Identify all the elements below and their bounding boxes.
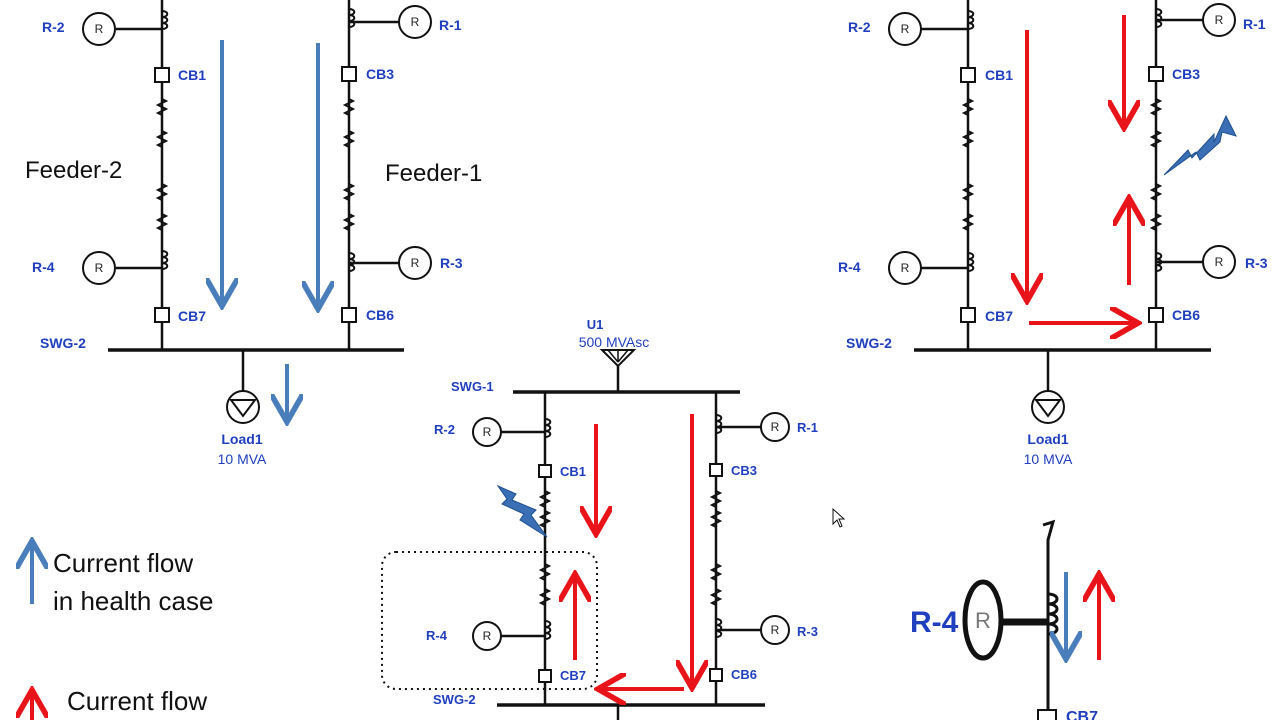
label-r2: R-2 [434,422,455,437]
breaker-cb3[interactable] [341,66,357,82]
label-r3: R-3 [440,255,463,271]
relay-r1-icon[interactable] [398,5,432,39]
breaker-cb3[interactable] [709,463,723,477]
breaker-cb7[interactable] [960,307,976,323]
label-cb7: CB7 [178,308,206,324]
label-cb1: CB1 [178,67,206,83]
label-r4: R-4 [838,259,861,275]
relay-symbol: R [95,261,104,275]
label-source: U1 [587,317,604,332]
label-r1: R-1 [1243,16,1266,32]
label-bus: SWG-2 [846,335,892,351]
label-cb7-zoom: CB7 [1066,709,1098,720]
left-diagram: R R R R R-2 R-1 R-4 R-3 CB1 CB3 CB7 CB6 … [25,0,482,467]
label-cb1: CB1 [560,464,586,479]
relay-r3-icon[interactable] [398,246,432,280]
zoom-inset: R R-4 CB7 [910,519,1099,720]
mouse-cursor-icon [832,507,846,528]
legend: Current flow in health case Current flow [32,545,213,720]
label-r4-zoom: R-4 [910,606,959,639]
label-r4: R-4 [426,628,448,643]
breaker-cb1[interactable] [960,67,976,83]
label-cb6: CB6 [366,307,394,323]
label-cb7: CB7 [560,668,586,683]
label-r3: R-3 [1245,255,1268,271]
relay-r1-icon[interactable] [1202,3,1236,37]
label-r4: R-4 [32,259,55,275]
breaker-cb1[interactable] [538,464,552,478]
relay-r2-icon[interactable] [82,12,116,46]
relay-symbol: R [901,22,910,36]
label-cb3: CB3 [731,463,757,478]
relay-r2-icon[interactable] [472,417,502,447]
label-r2: R-2 [848,19,871,35]
relay-r1-icon[interactable] [760,412,790,442]
label-cb3: CB3 [366,66,394,82]
fault-lightning-icon [496,484,548,538]
breaker-cb7[interactable] [538,669,552,683]
legend-fault-line1: Current flow [67,686,207,716]
label-bus-bottom: SWG-2 [433,692,476,707]
label-bus: SWG-2 [40,335,86,351]
label-cb1: CB1 [985,67,1013,83]
protection-zone-outline [381,551,598,690]
relay-r3-icon[interactable] [1202,245,1236,279]
legend-healthy-line2: in health case [53,586,213,616]
relay-r3-icon[interactable] [760,615,790,645]
center-diagram: R R R R U1 500 MVAsc SWG-1 SWG-2 R-2 R-1… [381,317,818,720]
label-source-rating: 500 MVAsc [579,334,650,350]
label-cb3: CB3 [1172,66,1200,82]
relay-symbol: R [901,261,910,275]
label-load-rating: 10 MVA [218,451,267,467]
label-load: Load1 [1027,431,1068,447]
relay-r2-icon[interactable] [888,12,922,46]
label-cb6: CB6 [1172,307,1200,323]
relay-r4-zoom-icon[interactable] [962,579,1004,661]
label-cb6: CB6 [731,667,757,682]
breaker-cb6[interactable] [341,307,357,323]
relay-symbol: R [483,629,492,643]
relay-r4-icon[interactable] [82,251,116,285]
label-feeder-2: Feeder-2 [25,157,122,184]
relay-symbol: R [95,22,104,36]
label-r2: R-2 [42,19,65,35]
label-load-rating: 10 MVA [1024,451,1073,467]
relay-r4-icon[interactable] [472,621,502,651]
relay-symbol: R [1215,13,1224,27]
breaker-cb3[interactable] [1148,66,1164,82]
breaker-cb6[interactable] [1148,307,1164,323]
relay-symbol: R [1215,255,1224,269]
fault-lightning-icon [1163,114,1237,176]
relay-symbol: R [771,623,780,637]
label-r1: R-1 [439,17,462,33]
relay-symbol: R [771,420,780,434]
breaker-cb1[interactable] [154,67,170,83]
label-feeder-1: Feeder-1 [385,160,482,187]
relay-r4-icon[interactable] [888,251,922,285]
relay-symbol: R [411,256,420,270]
relay-symbol: R [483,425,492,439]
right-diagram: R R R R R-2 R-1 R-4 R-3 CB1 CB3 CB7 CB6 … [838,0,1268,467]
breaker-cb6[interactable] [709,668,723,682]
relay-symbol: R [411,15,420,29]
label-r1: R-1 [797,420,818,435]
label-cb7: CB7 [985,308,1013,324]
label-load: Load1 [221,431,262,447]
legend-healthy-line1: Current flow [53,548,193,578]
label-bus-top: SWG-1 [451,379,494,394]
label-r3: R-3 [797,624,818,639]
breaker-cb7[interactable] [154,307,170,323]
relay-symbol: R [975,608,991,633]
